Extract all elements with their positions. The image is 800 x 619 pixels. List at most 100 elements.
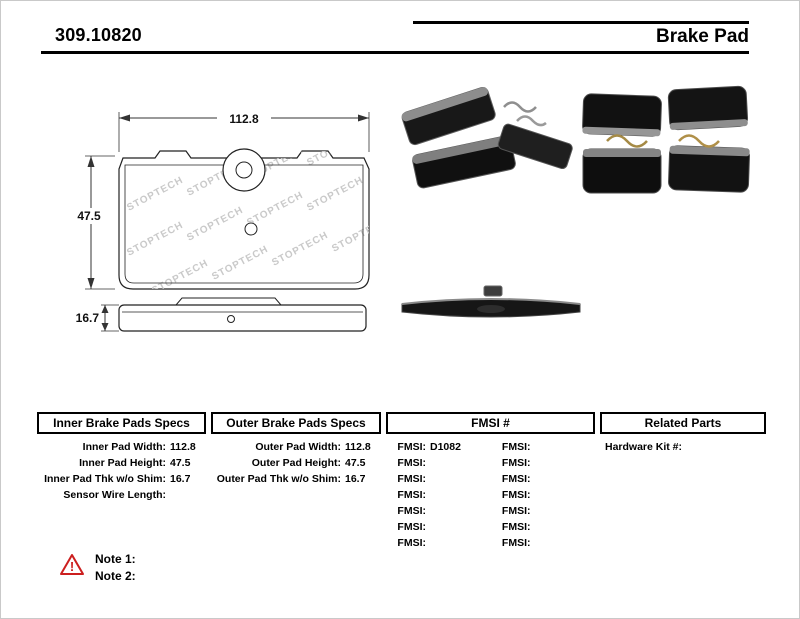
svg-text:!: ! <box>70 559 74 574</box>
related-label: Hardware Kit #: <box>605 441 683 453</box>
fmsi-value <box>531 439 535 455</box>
fmsi-row: FMSI: FMSI: <box>386 535 595 551</box>
fmsi-label: FMSI: <box>501 505 531 517</box>
fmsi-row: FMSI: D1082 FMSI: <box>386 439 595 455</box>
fmsi-label: FMSI: <box>501 537 531 549</box>
spec-row: Outer Pad Height: 47.5 <box>211 455 381 471</box>
pad-center-hole <box>244 222 258 236</box>
retainer-clip <box>503 101 537 113</box>
fmsi-row: FMSI: FMSI: <box>386 471 595 487</box>
spec-label: Sensor Wire Length: <box>63 489 166 501</box>
spec-row: Inner Pad Width: 112.8 <box>37 439 206 455</box>
spec-row: Inner Pad Thk w/o Shim: 16.7 <box>37 471 206 487</box>
product-type-title: Brake Pad <box>656 26 749 47</box>
fmsi-column: FMSI # FMSI: D1082 FMSI: FMSI: FMSI: FMSI… <box>386 412 595 551</box>
pad-photo-item <box>667 85 749 131</box>
fmsi-value <box>426 455 430 471</box>
height-dimension-label: 47.5 <box>77 209 101 223</box>
header-rule-top <box>413 21 749 24</box>
spec-label: Outer Pad Thk w/o Shim: <box>216 473 341 485</box>
spec-label: Outer Pad Width: <box>255 441 341 453</box>
fmsi-row: FMSI: FMSI: <box>386 519 595 535</box>
note-2: Note 2: <box>95 569 136 583</box>
spec-label: Inner Pad Height: <box>79 457 166 469</box>
fmsi-value <box>531 471 535 487</box>
edge-rivet <box>227 315 235 323</box>
wear-sensor-clip <box>678 134 720 148</box>
fmsi-value <box>426 519 430 535</box>
fmsi-value <box>426 487 430 503</box>
fmsi-label: FMSI: <box>397 473 426 485</box>
pad-guide-hole <box>235 161 253 179</box>
wear-sensor-clip <box>606 134 648 148</box>
spec-value: 47.5 <box>345 457 366 469</box>
dim-arrow-down <box>101 323 109 331</box>
fmsi-label: FMSI: <box>501 521 531 533</box>
dim-arrow-down <box>87 278 95 289</box>
pad-photo-item <box>668 145 750 193</box>
fmsi-label: FMSI: <box>397 489 426 501</box>
notes: Note 1: Note 2: <box>95 551 136 585</box>
pad-photo-edge <box>401 285 581 318</box>
related-value <box>682 439 686 455</box>
pad-photo-item <box>401 87 496 146</box>
fmsi-label: FMSI: <box>501 489 531 501</box>
pad-inner-line <box>124 164 364 284</box>
pad-photo-item <box>582 93 662 137</box>
spec-row: Outer Pad Width: 112.8 <box>211 439 381 455</box>
fmsi-value <box>426 535 430 551</box>
header-rule-bottom <box>41 51 749 54</box>
fmsi-value <box>531 535 535 551</box>
pad-edge-profile <box>118 304 367 332</box>
fmsi-label: FMSI: <box>397 537 426 549</box>
outer-specs-header: Outer Brake Pads Specs <box>211 412 381 434</box>
fmsi-value <box>426 471 430 487</box>
fmsi-value <box>531 503 535 519</box>
related-parts-column: Related Parts Hardware Kit #: <box>600 412 766 455</box>
fmsi-value <box>426 503 430 519</box>
thickness-dimension-label: 16.7 <box>76 311 100 325</box>
fmsi-row: FMSI: FMSI: <box>386 503 595 519</box>
spec-value: 47.5 <box>170 457 191 469</box>
inner-specs-header: Inner Brake Pads Specs <box>37 412 206 434</box>
fmsi-label: FMSI: <box>501 473 531 485</box>
dim-arrow-up <box>101 305 109 313</box>
edge-view-drawing: 16.7 <box>76 297 367 332</box>
spec-row: Sensor Wire Length: <box>37 487 206 503</box>
fmsi-label: FMSI: <box>397 457 426 469</box>
fmsi-value: D1082 <box>430 441 461 453</box>
edge-clip <box>483 285 503 297</box>
spec-value: 16.7 <box>170 473 191 485</box>
spec-label: Inner Pad Width: <box>82 441 166 453</box>
note-1: Note 1: <box>95 552 136 566</box>
spec-label: Inner Pad Thk w/o Shim: <box>44 473 166 485</box>
dim-arrow-up <box>87 156 95 167</box>
warning-icon: ! <box>60 554 84 575</box>
fmsi-label: FMSI: <box>501 441 531 453</box>
fmsi-row: FMSI: FMSI: <box>386 487 595 503</box>
part-number: 309.10820 <box>55 25 142 45</box>
fmsi-header: FMSI # <box>386 412 595 434</box>
fmsi-label: FMSI: <box>397 441 426 453</box>
fmsi-label: FMSI: <box>397 505 426 517</box>
related-row: Hardware Kit #: <box>600 439 766 455</box>
fmsi-value <box>531 487 535 503</box>
fmsi-label: FMSI: <box>397 521 426 533</box>
pad-photo-item <box>497 123 573 170</box>
fmsi-label: FMSI: <box>501 457 531 469</box>
pad-photo-set <box>582 85 750 194</box>
related-parts-header: Related Parts <box>600 412 766 434</box>
spec-value: 16.7 <box>345 473 366 485</box>
dim-arrow-right <box>358 114 369 122</box>
pad-photo-item <box>582 148 662 194</box>
pad-photo-angled <box>401 87 573 189</box>
inner-specs-column: Inner Brake Pads Specs Inner Pad Width: … <box>37 412 206 503</box>
spec-value: 112.8 <box>170 441 196 453</box>
spec-row: Inner Pad Height: 47.5 <box>37 455 206 471</box>
dim-arrow-left <box>119 114 130 122</box>
fmsi-row: FMSI: FMSI: <box>386 455 595 471</box>
outer-specs-column: Outer Brake Pads Specs Outer Pad Width: … <box>211 412 381 487</box>
spec-row: Outer Pad Thk w/o Shim: 16.7 <box>211 471 381 487</box>
fmsi-value <box>531 519 535 535</box>
